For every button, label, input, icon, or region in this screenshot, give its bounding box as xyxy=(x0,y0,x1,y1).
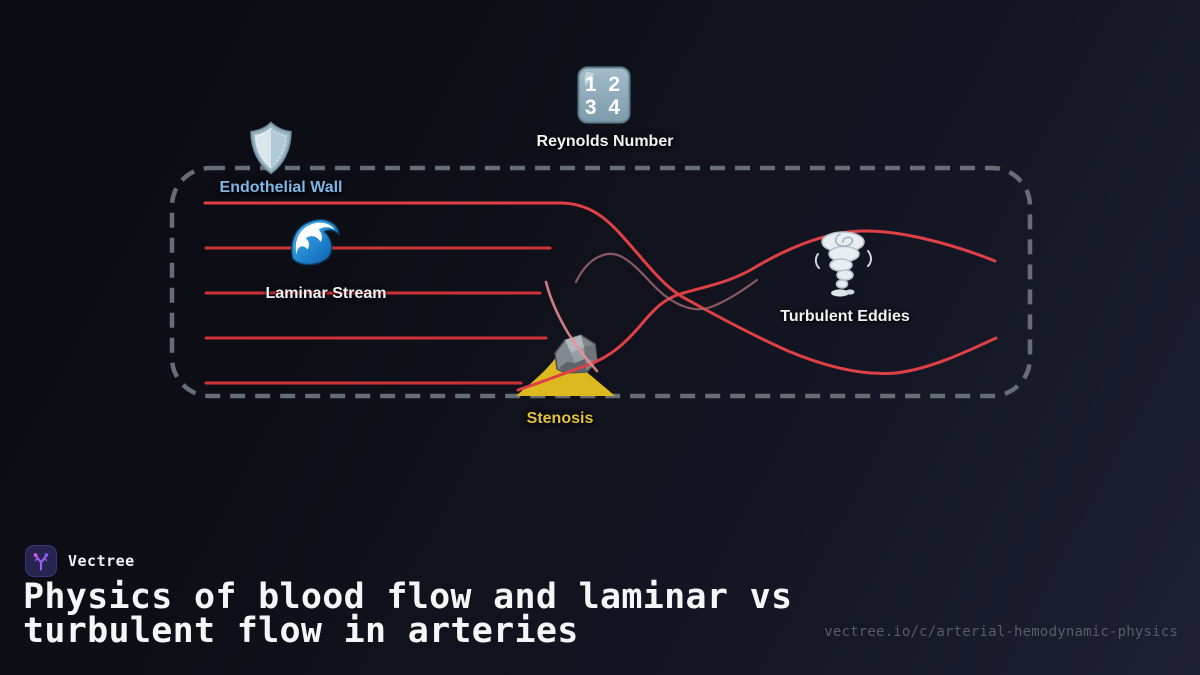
page-title-line-2: turbulent flow in arteries xyxy=(23,611,579,651)
numbers-row-1: 1 2 xyxy=(585,73,623,96)
page-title-line-1: Physics of blood flow and laminar vs xyxy=(23,577,793,617)
deflected-streamline-faded xyxy=(544,280,599,373)
endothelial-wall-label: Endothelial Wall xyxy=(219,179,343,196)
page-url: vectree.io/c/arterial-hemodynamic-physic… xyxy=(824,624,1178,640)
page-title: Physics of blood flow and laminar vs tur… xyxy=(23,577,793,651)
turbulent-eddies-label: Turbulent Eddies xyxy=(780,308,910,325)
laminar-stream-label: Laminar Stream xyxy=(265,285,387,302)
rock-icon xyxy=(554,334,598,374)
laminar-streamlines xyxy=(204,246,552,385)
shield-icon xyxy=(248,121,294,175)
reynolds-number-label: Reynolds Number xyxy=(536,133,674,150)
tornado-icon xyxy=(811,228,875,300)
numbers-row-2: 3 4 xyxy=(585,96,623,119)
brand-row: Vectree xyxy=(25,545,135,577)
stenosis-label: Stenosis xyxy=(526,410,594,427)
vectree-branch-icon xyxy=(33,553,49,571)
input-numbers-icon: 1 2 3 4 xyxy=(577,66,631,124)
eddy-streamline-faded xyxy=(574,253,759,311)
brand-name: Vectree xyxy=(68,552,135,570)
turbulent-curve-down xyxy=(203,201,998,376)
vectree-logo xyxy=(25,545,57,577)
wave-icon xyxy=(287,215,343,269)
